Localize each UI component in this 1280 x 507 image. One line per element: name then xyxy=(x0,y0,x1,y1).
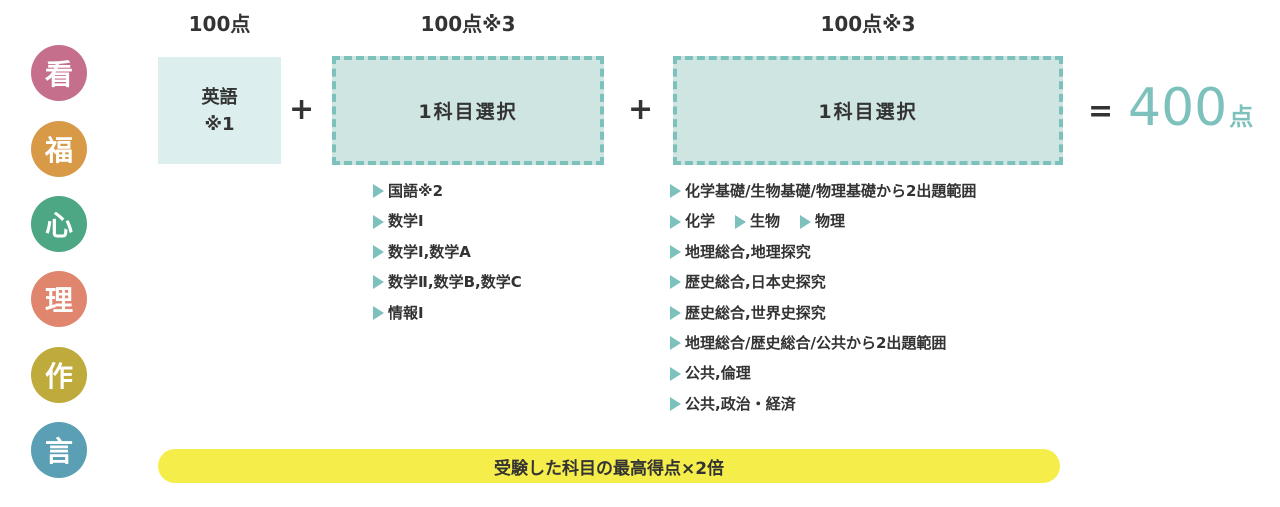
select-b-label: 1科目選択 xyxy=(818,101,918,123)
plus-sign-2: + xyxy=(628,92,654,127)
triangle-bullet-icon xyxy=(670,244,681,259)
option-label: 歴史総合,世界史探究 xyxy=(685,303,826,322)
option-label: 地理総合,地理探究 xyxy=(685,242,811,261)
faculty-circle: 言 xyxy=(31,422,87,478)
english-note: ※1 xyxy=(204,113,235,135)
option-item: 化学基礎/生物基礎/物理基礎から2出題範囲 xyxy=(670,176,976,206)
option-label: 情報Ⅰ xyxy=(388,303,424,322)
option-item: 地理総合/歴史総合/公共から2出題範囲 xyxy=(670,328,976,358)
faculty-circle: 心 xyxy=(31,196,87,252)
triangle-bullet-icon xyxy=(373,244,384,259)
option-item: 数学Ⅰ xyxy=(373,206,522,236)
triangle-bullet-icon xyxy=(670,366,681,381)
faculty-circle: 看 xyxy=(31,45,87,101)
triangle-bullet-icon xyxy=(670,184,681,199)
english-label: 英語 xyxy=(201,86,238,108)
option-label: 地理総合/歴史総合/公共から2出題範囲 xyxy=(685,333,947,352)
triangle-bullet-icon xyxy=(735,214,747,229)
faculty-circle: 福 xyxy=(31,121,87,177)
option-item: 地理総合,地理探究 xyxy=(670,237,976,267)
triangle-bullet-icon xyxy=(670,336,681,351)
triangle-bullet-icon xyxy=(373,184,384,199)
triangle-bullet-icon xyxy=(670,396,681,411)
option-label: 物理 xyxy=(815,212,846,231)
bonus-banner-text: 受験した科目の最高得点×2倍 xyxy=(493,458,725,479)
option-item: 公共,倫理 xyxy=(670,358,976,388)
option-item: 歴史総合,世界史探究 xyxy=(670,298,976,328)
english-points: 100点 xyxy=(188,12,251,36)
option-item: 数学Ⅰ,数学A xyxy=(373,237,522,267)
option-label: 公共,倫理 xyxy=(685,364,751,383)
option-item: 国語※2 xyxy=(373,176,522,206)
option-label: 化学 xyxy=(685,212,716,231)
select-a-box: 1科目選択 xyxy=(332,56,604,165)
triangle-bullet-icon xyxy=(800,214,812,229)
triangle-bullet-icon xyxy=(373,214,384,229)
option-item: 化学 生物 物理 xyxy=(670,206,976,236)
option-label: 公共,政治・経済 xyxy=(685,394,796,413)
faculty-circle: 理 xyxy=(31,271,87,327)
triangle-bullet-icon xyxy=(670,275,681,290)
option-item: 数学Ⅱ,数学B,数学C xyxy=(373,267,522,297)
triangle-bullet-icon xyxy=(373,275,384,290)
select-a-label: 1科目選択 xyxy=(418,101,518,123)
option-label: 生物 xyxy=(750,212,781,231)
total-unit: 点 xyxy=(1229,103,1254,131)
triangle-bullet-icon xyxy=(373,305,384,320)
select-b-points: 100点※3 xyxy=(820,12,916,36)
select-b-box: 1科目選択 xyxy=(673,56,1063,165)
option-label: 数学Ⅰ,数学A xyxy=(388,242,471,261)
select-b-options: 化学基礎/生物基礎/物理基礎から2出題範囲化学 生物 物理地理総合,地理探究歴史総合… xyxy=(670,176,976,419)
total-score: 400点 xyxy=(1128,78,1253,138)
bonus-banner: 受験した科目の最高得点×2倍 xyxy=(158,449,1060,483)
select-a-options: 国語※2 数学Ⅰ 数学Ⅰ,数学A 数学Ⅱ,数学B,数学C 情報Ⅰ xyxy=(373,176,522,328)
english-box: 英語 ※1 xyxy=(158,57,281,164)
plus-sign-1: + xyxy=(289,92,315,127)
select-a-points: 100点※3 xyxy=(420,12,516,36)
equals-sign: = xyxy=(1088,94,1114,129)
option-label: 歴史総合,日本史探究 xyxy=(685,273,826,292)
option-item: 公共,政治・経済 xyxy=(670,389,976,419)
triangle-bullet-icon xyxy=(670,214,681,229)
faculty-circle: 作 xyxy=(31,347,87,403)
option-item: 情報Ⅰ xyxy=(373,298,522,328)
option-label: 国語※2 xyxy=(388,182,444,200)
option-label: 化学基礎/生物基礎/物理基礎から2出題範囲 xyxy=(685,182,977,200)
option-label: 数学Ⅱ,数学B,数学C xyxy=(388,273,522,292)
option-item: 歴史総合,日本史探究 xyxy=(670,267,976,297)
triangle-bullet-icon xyxy=(670,305,681,320)
total-value: 400 xyxy=(1128,78,1228,138)
option-label: 数学Ⅰ xyxy=(388,212,424,231)
